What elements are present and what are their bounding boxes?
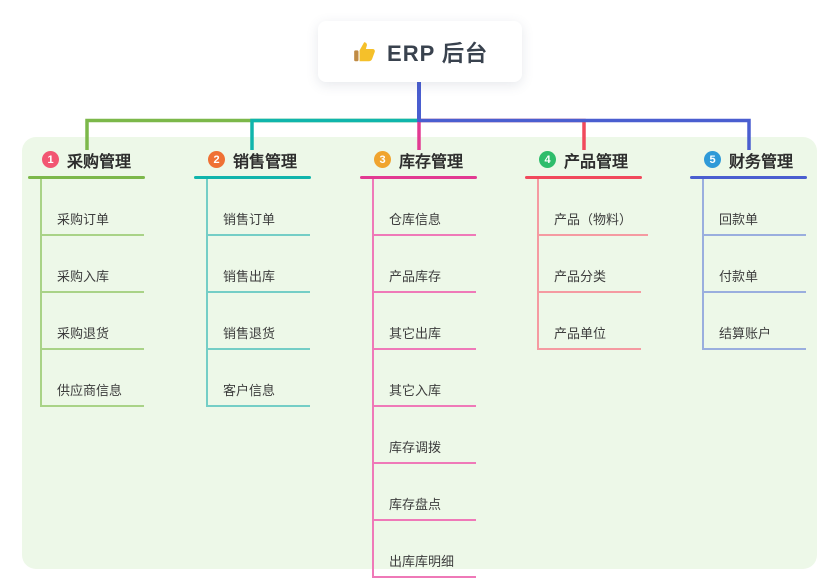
child-node-label: 产品（物料） xyxy=(554,212,633,227)
child-node[interactable]: 结算账户 xyxy=(704,293,806,350)
branch-1-underline xyxy=(28,176,145,179)
thumbs-up-icon xyxy=(354,41,375,61)
branch-purchase-node[interactable]: 1 采购管理 xyxy=(28,146,145,173)
child-node-label: 产品库存 xyxy=(389,269,442,284)
child-node[interactable]: 销售退货 xyxy=(208,293,310,350)
child-node-label: 出库库明细 xyxy=(389,554,455,569)
child-node-label: 采购入库 xyxy=(57,269,110,284)
child-node-label: 库存盘点 xyxy=(389,497,442,512)
child-node[interactable]: 产品库存 xyxy=(374,236,476,293)
child-node-label: 结算账户 xyxy=(719,326,772,341)
branch-product-node[interactable]: 4 产品管理 xyxy=(525,146,648,173)
branch-finance: 5 财务管理 回款单 付款单 结算账户 xyxy=(690,146,807,350)
child-node[interactable]: 销售出库 xyxy=(208,236,310,293)
child-node[interactable]: 出库库明细 xyxy=(374,521,476,578)
child-node-label: 仓库信息 xyxy=(389,212,442,227)
child-node[interactable]: 产品（物料） xyxy=(539,179,649,236)
child-node[interactable]: 回款单 xyxy=(704,179,806,236)
child-node[interactable]: 销售订单 xyxy=(208,179,310,236)
child-node-label: 回款单 xyxy=(719,212,759,227)
branch-sales: 2 销售管理 销售订单 销售出库 销售退货 客户信息 xyxy=(194,146,311,407)
child-node[interactable]: 仓库信息 xyxy=(374,179,476,236)
child-node-label: 付款单 xyxy=(719,269,759,284)
branch-3-underline xyxy=(360,176,477,179)
child-node[interactable]: 产品单位 xyxy=(539,293,641,350)
branch-inventory: 3 库存管理 仓库信息 产品库存 其它出库 其它入库 库存调拨 库存盘点 出库库… xyxy=(360,146,477,578)
child-node[interactable]: 采购退货 xyxy=(42,293,144,350)
child-node-label: 销售订单 xyxy=(223,212,276,227)
child-node[interactable]: 采购订单 xyxy=(42,179,144,236)
child-node[interactable]: 采购入库 xyxy=(42,236,144,293)
child-node-label: 采购退货 xyxy=(57,326,110,341)
branch-background-panel xyxy=(22,137,817,569)
branch-inventory-node[interactable]: 3 库存管理 xyxy=(360,146,477,173)
branch-5-title: 财务管理 xyxy=(729,153,794,171)
branch-sales-node[interactable]: 2 销售管理 xyxy=(194,146,311,173)
branch-2-number-badge: 2 xyxy=(208,151,225,168)
branch-2-underline xyxy=(194,176,311,179)
child-node-label: 供应商信息 xyxy=(57,383,123,398)
child-node-label: 产品单位 xyxy=(554,326,607,341)
child-node-label: 销售出库 xyxy=(223,269,276,284)
branch-4-number-badge: 4 xyxy=(539,151,556,168)
branch-finance-node[interactable]: 5 财务管理 xyxy=(690,146,807,173)
child-node[interactable]: 付款单 xyxy=(704,236,806,293)
child-node[interactable]: 库存调拨 xyxy=(374,407,476,464)
child-node[interactable]: 其它出库 xyxy=(374,293,476,350)
branch-3-number-badge: 3 xyxy=(374,151,391,168)
branch-1-children: 采购订单 采购入库 采购退货 供应商信息 xyxy=(40,179,145,407)
child-node-label: 采购订单 xyxy=(57,212,110,227)
branch-4-underline xyxy=(525,176,642,179)
branch-3-title: 库存管理 xyxy=(399,153,464,171)
branch-purchase: 1 采购管理 采购订单 采购入库 采购退货 供应商信息 xyxy=(28,146,145,407)
root-node-label: ERP 后台 xyxy=(387,40,488,66)
branch-2-title: 销售管理 xyxy=(233,153,298,171)
child-node[interactable]: 其它入库 xyxy=(374,350,476,407)
child-node[interactable]: 库存盘点 xyxy=(374,464,476,521)
branch-5-number-badge: 5 xyxy=(704,151,721,168)
root-node[interactable]: ERP 后台 xyxy=(318,21,522,82)
child-node[interactable]: 产品分类 xyxy=(539,236,641,293)
child-node-label: 其它出库 xyxy=(389,326,442,341)
branch-5-underline xyxy=(690,176,807,179)
child-node-label: 客户信息 xyxy=(223,383,276,398)
child-node-label: 其它入库 xyxy=(389,383,442,398)
branch-2-children: 销售订单 销售出库 销售退货 客户信息 xyxy=(206,179,311,407)
branch-4-children: 产品（物料） 产品分类 产品单位 xyxy=(537,179,649,350)
branch-3-children: 仓库信息 产品库存 其它出库 其它入库 库存调拨 库存盘点 出库库明细 xyxy=(372,179,477,578)
branch-1-number-badge: 1 xyxy=(42,151,59,168)
child-node-label: 库存调拨 xyxy=(389,440,442,455)
branch-1-title: 采购管理 xyxy=(67,153,132,171)
child-node-label: 销售退货 xyxy=(223,326,276,341)
child-node[interactable]: 客户信息 xyxy=(208,350,310,407)
branch-5-children: 回款单 付款单 结算账户 xyxy=(702,179,807,350)
branch-4-title: 产品管理 xyxy=(564,153,629,171)
child-node[interactable]: 供应商信息 xyxy=(42,350,144,407)
branch-product: 4 产品管理 产品（物料） 产品分类 产品单位 xyxy=(525,146,649,350)
child-node-label: 产品分类 xyxy=(554,269,607,284)
